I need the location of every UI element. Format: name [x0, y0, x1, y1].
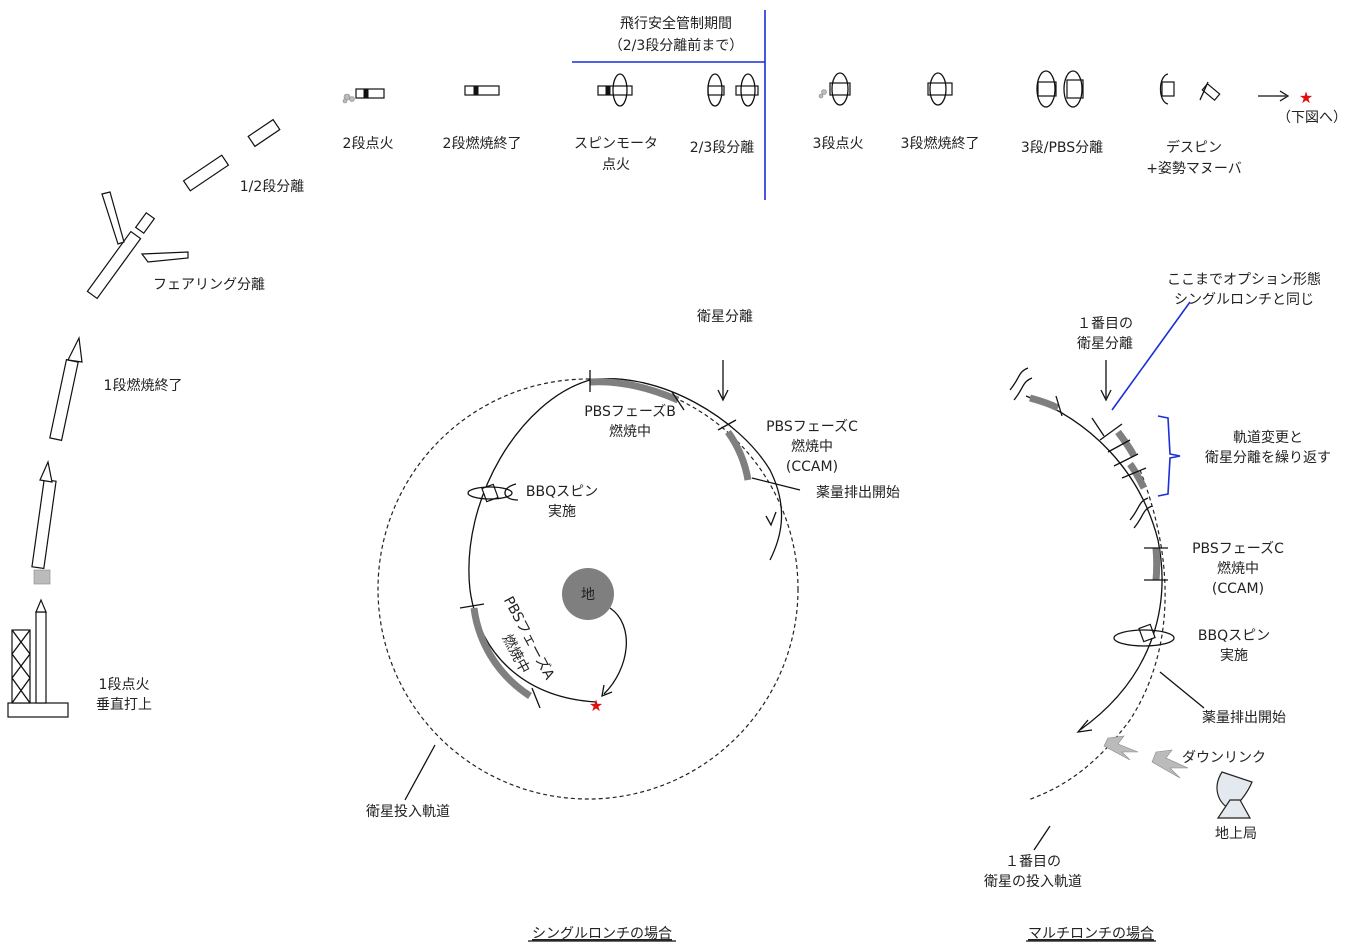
option-note-label-1: ここまでオプション形態 — [1167, 272, 1321, 288]
repeat-brace — [1157, 415, 1181, 497]
phase-c-burn-arc — [725, 429, 752, 481]
multi-phase-c-burn-arc — [1152, 547, 1161, 581]
multi-launch-caption: マルチロンチの場合 — [1028, 926, 1154, 942]
single-launch-caption: シングルロンチの場合 — [532, 926, 672, 942]
phase-c-label-3: (CCAM) — [786, 459, 838, 475]
stage1-ignition-label-2: 垂直打上 — [96, 696, 152, 713]
repeat-label-2: 衛星分離を繰り返す — [1205, 449, 1331, 466]
satellite-orbit-dashed — [377, 378, 799, 800]
stage3-burnout-label: 3段燃焼終了 — [901, 135, 980, 152]
sat-sep-arrowhead — [717, 389, 729, 402]
rocket-fairing-separation-icon — [86, 191, 189, 300]
multi-arrowhead — [1076, 719, 1093, 733]
orbit-label: 衛星投入軌道 — [366, 804, 450, 820]
multi-phase-c-label-3: (CCAM) — [1212, 581, 1264, 597]
earth-icon — [562, 568, 614, 620]
spin-motor-label-2: 点火 — [602, 157, 630, 173]
spin-motor-label-1: スピンモータ — [574, 136, 658, 152]
phase-c-label-1: PBSフェーズC — [766, 419, 858, 435]
bbq-label-2: 実施 — [548, 504, 576, 520]
repeat-label-1: 軌道変更と — [1233, 429, 1303, 446]
multi-bbq-label-2: 実施 — [1220, 648, 1248, 664]
stage2-burnout-label: 2段燃焼終了 — [443, 135, 522, 152]
multi-drain-pointer — [1159, 671, 1205, 709]
downlink-label: ダウンリンク — [1182, 750, 1266, 766]
earth-label: 地 — [581, 587, 595, 603]
option-note-label-2: シングルロンチと同じ — [1174, 292, 1314, 308]
downlink-lightning-icon — [1103, 735, 1189, 779]
burn-tick-marks — [459, 370, 737, 709]
flight-safety-subtitle: （2/3段分離前まで） — [609, 37, 744, 54]
multi-orbit-label-1: １番目の — [1005, 854, 1061, 870]
stage2-burnout-icon — [464, 85, 500, 96]
multi-phase-c-label-2: 燃焼中 — [1217, 560, 1259, 577]
fairing-separation-label: フェアリング分離 — [153, 276, 265, 293]
drain-pointer — [751, 477, 801, 491]
phase-c-label-2: 燃焼中 — [791, 438, 833, 455]
single-star-marker-icon: ★ — [589, 696, 603, 715]
earth-to-star-arrow — [603, 607, 627, 695]
stage23-separation-label: 2/3段分離 — [690, 139, 755, 156]
multi-break-mark-top — [1009, 367, 1033, 401]
trajectory-arrowhead — [765, 511, 777, 527]
transfer-trajectory — [468, 378, 783, 703]
star-marker-icon: ★ — [1299, 88, 1313, 107]
earth-arrowhead — [601, 684, 613, 698]
bbq-spin-satellite-icon — [467, 483, 513, 503]
despin-attitude-icon — [1159, 73, 1221, 105]
multi-phase-c-label-1: PBSフェーズC — [1192, 541, 1284, 557]
rocket-stage12-separation-icon — [182, 118, 281, 192]
multi-burn-arc-2 — [1115, 429, 1138, 458]
option-note-line — [1111, 301, 1191, 411]
stage3-ignition-label: 3段点火 — [813, 136, 864, 152]
multi-drain-label: 薬量排出開始 — [1202, 710, 1286, 726]
stage3-ignition-icon — [818, 72, 851, 106]
launch-pad-icon — [7, 598, 69, 718]
ground-station-dish-icon — [1216, 771, 1253, 819]
multi-sep-label-2: 衛星分離 — [1077, 335, 1133, 352]
stage3-pbs-separation-label: 3段/PBS分離 — [1021, 139, 1103, 156]
flight-safety-divider — [572, 10, 766, 200]
multi-bbq-label-1: BBQスピン — [1198, 628, 1270, 644]
orbit-pointer — [404, 744, 436, 801]
multi-orbit-label-2: 衛星の投入軌道 — [984, 874, 1082, 890]
multi-first-orbit-dashed — [1027, 469, 1166, 801]
stage1-ignition-label-1: 1段点火 — [99, 677, 150, 693]
multi-break-mark-mid — [1129, 497, 1153, 529]
phase-b-label-2: 燃焼中 — [609, 423, 651, 440]
bbq-spin-arrow-icon — [504, 483, 519, 501]
multi-bbq-satellite-icon — [1113, 623, 1175, 647]
stage1-burnout-label: 1段燃焼終了 — [104, 377, 183, 394]
multi-trajectory — [1025, 395, 1163, 731]
drain-label: 薬量排出開始 — [816, 485, 900, 501]
phase-b-label-1: PBSフェーズB — [584, 404, 676, 420]
stage12-separation-label: 1/2段分離 — [240, 178, 305, 195]
stage3-burnout-icon — [927, 72, 953, 106]
despin-label-2: +姿勢マヌーバ — [1146, 161, 1242, 177]
sat-sep-label: 衛星分離 — [697, 308, 753, 325]
stage23-separation-icon — [707, 73, 759, 107]
phase-b-burn-arc — [589, 378, 680, 404]
rocket-ascent-icon — [31, 460, 57, 585]
multi-sep-label-1: １番目の — [1077, 316, 1133, 332]
next-figure-label: （下図へ） — [1277, 110, 1347, 126]
stage3-pbs-separation-icon — [1036, 70, 1084, 108]
stage2-ignition-icon — [342, 88, 385, 104]
multi-burn-arc-1 — [1029, 394, 1060, 412]
phase-a-burn-arc — [470, 607, 532, 699]
multi-sep-arrowhead — [1100, 389, 1112, 402]
multi-tick-marks — [1055, 395, 1168, 581]
rocket-stage1-burnout-icon — [49, 335, 83, 442]
bbq-label-1: BBQスピン — [526, 484, 598, 500]
ground-station-label: 地上局 — [1215, 826, 1257, 842]
next-arrow-icon — [1258, 90, 1290, 102]
despin-label-1: デスピン — [1166, 139, 1222, 156]
multi-orbit-pointer — [1033, 825, 1051, 851]
stage2-ignition-label: 2段点火 — [343, 136, 394, 152]
multi-burn-arc-3 — [1127, 461, 1148, 490]
flight-safety-title: 飛行安全管制期間 — [620, 15, 732, 32]
spin-motor-icon — [597, 73, 633, 107]
